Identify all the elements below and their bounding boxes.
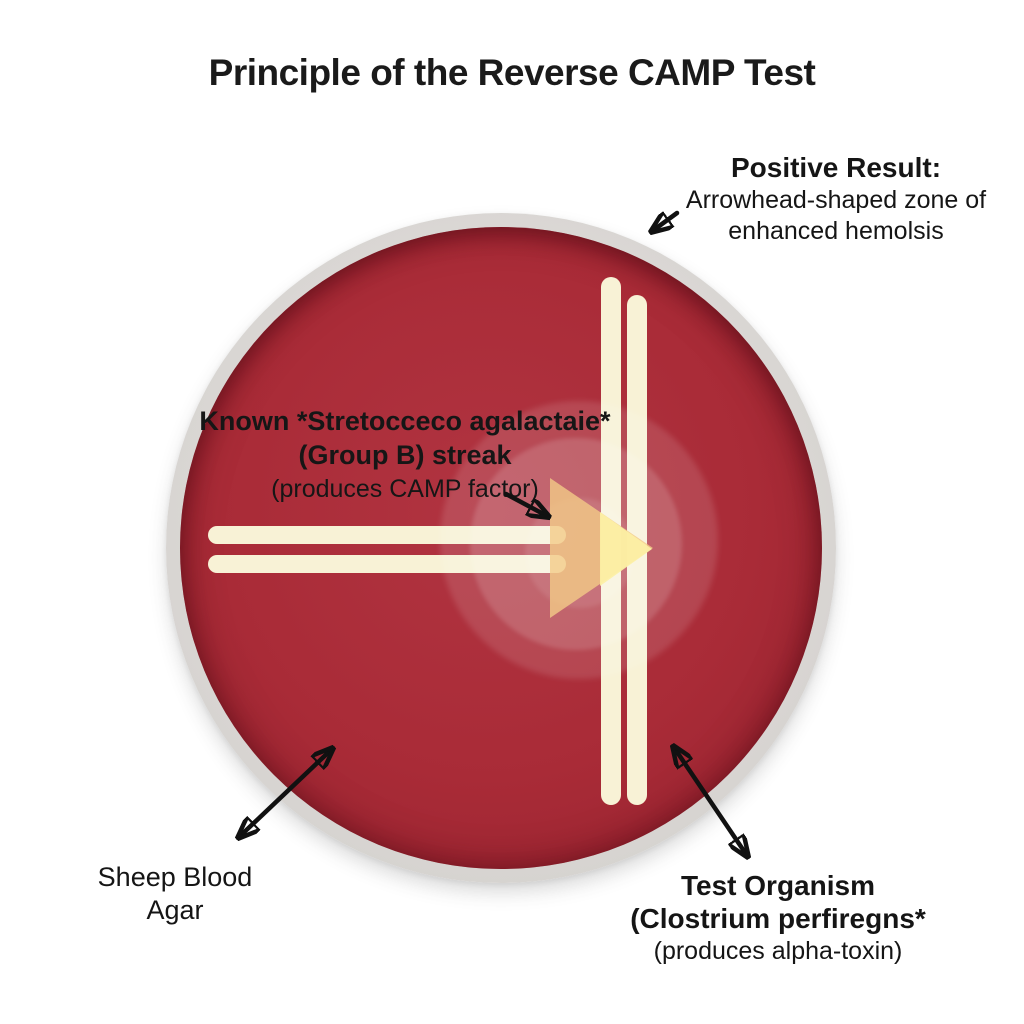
positive-result-heading: Positive Result: <box>730 152 942 183</box>
petri-dish <box>166 213 836 883</box>
agar-label-line1: Sheep Blood <box>97 862 253 892</box>
known-organism-label: Known *Stretocceco agalactaie* (Group B)… <box>180 404 630 506</box>
agar-label-line2: Agar <box>146 895 204 925</box>
positive-result-line1: Arrowhead-shaped zone of <box>685 186 987 214</box>
camp-factor-streak-2 <box>208 555 566 573</box>
known-organism-line2: (Group B) streak <box>298 440 512 470</box>
camp-factor-streak-1 <box>208 526 566 544</box>
diagram-title: Principle of the Reverse CAMP Test <box>208 52 816 93</box>
known-organism-line1: Known *Stretocceco agalactaie* <box>199 406 611 436</box>
test-organism-line3: (produces alpha-toxin) <box>653 937 903 965</box>
sheep-blood-agar-label: Sheep Blood Agar <box>70 861 280 927</box>
known-organism-line3: (produces CAMP factor) <box>271 475 539 503</box>
test-organism-label: Test Organism (Clostrium perfiregns* (pr… <box>593 869 963 968</box>
blood-agar-surface <box>180 227 822 869</box>
test-organism-line1: Test Organism <box>681 870 875 901</box>
positive-result-line2: enhanced hemolsis <box>728 217 944 245</box>
positive-result-label: Positive Result: Arrowhead-shaped zone o… <box>650 151 1022 247</box>
test-organism-line2: (Clostrium perfiregns* <box>630 903 926 934</box>
